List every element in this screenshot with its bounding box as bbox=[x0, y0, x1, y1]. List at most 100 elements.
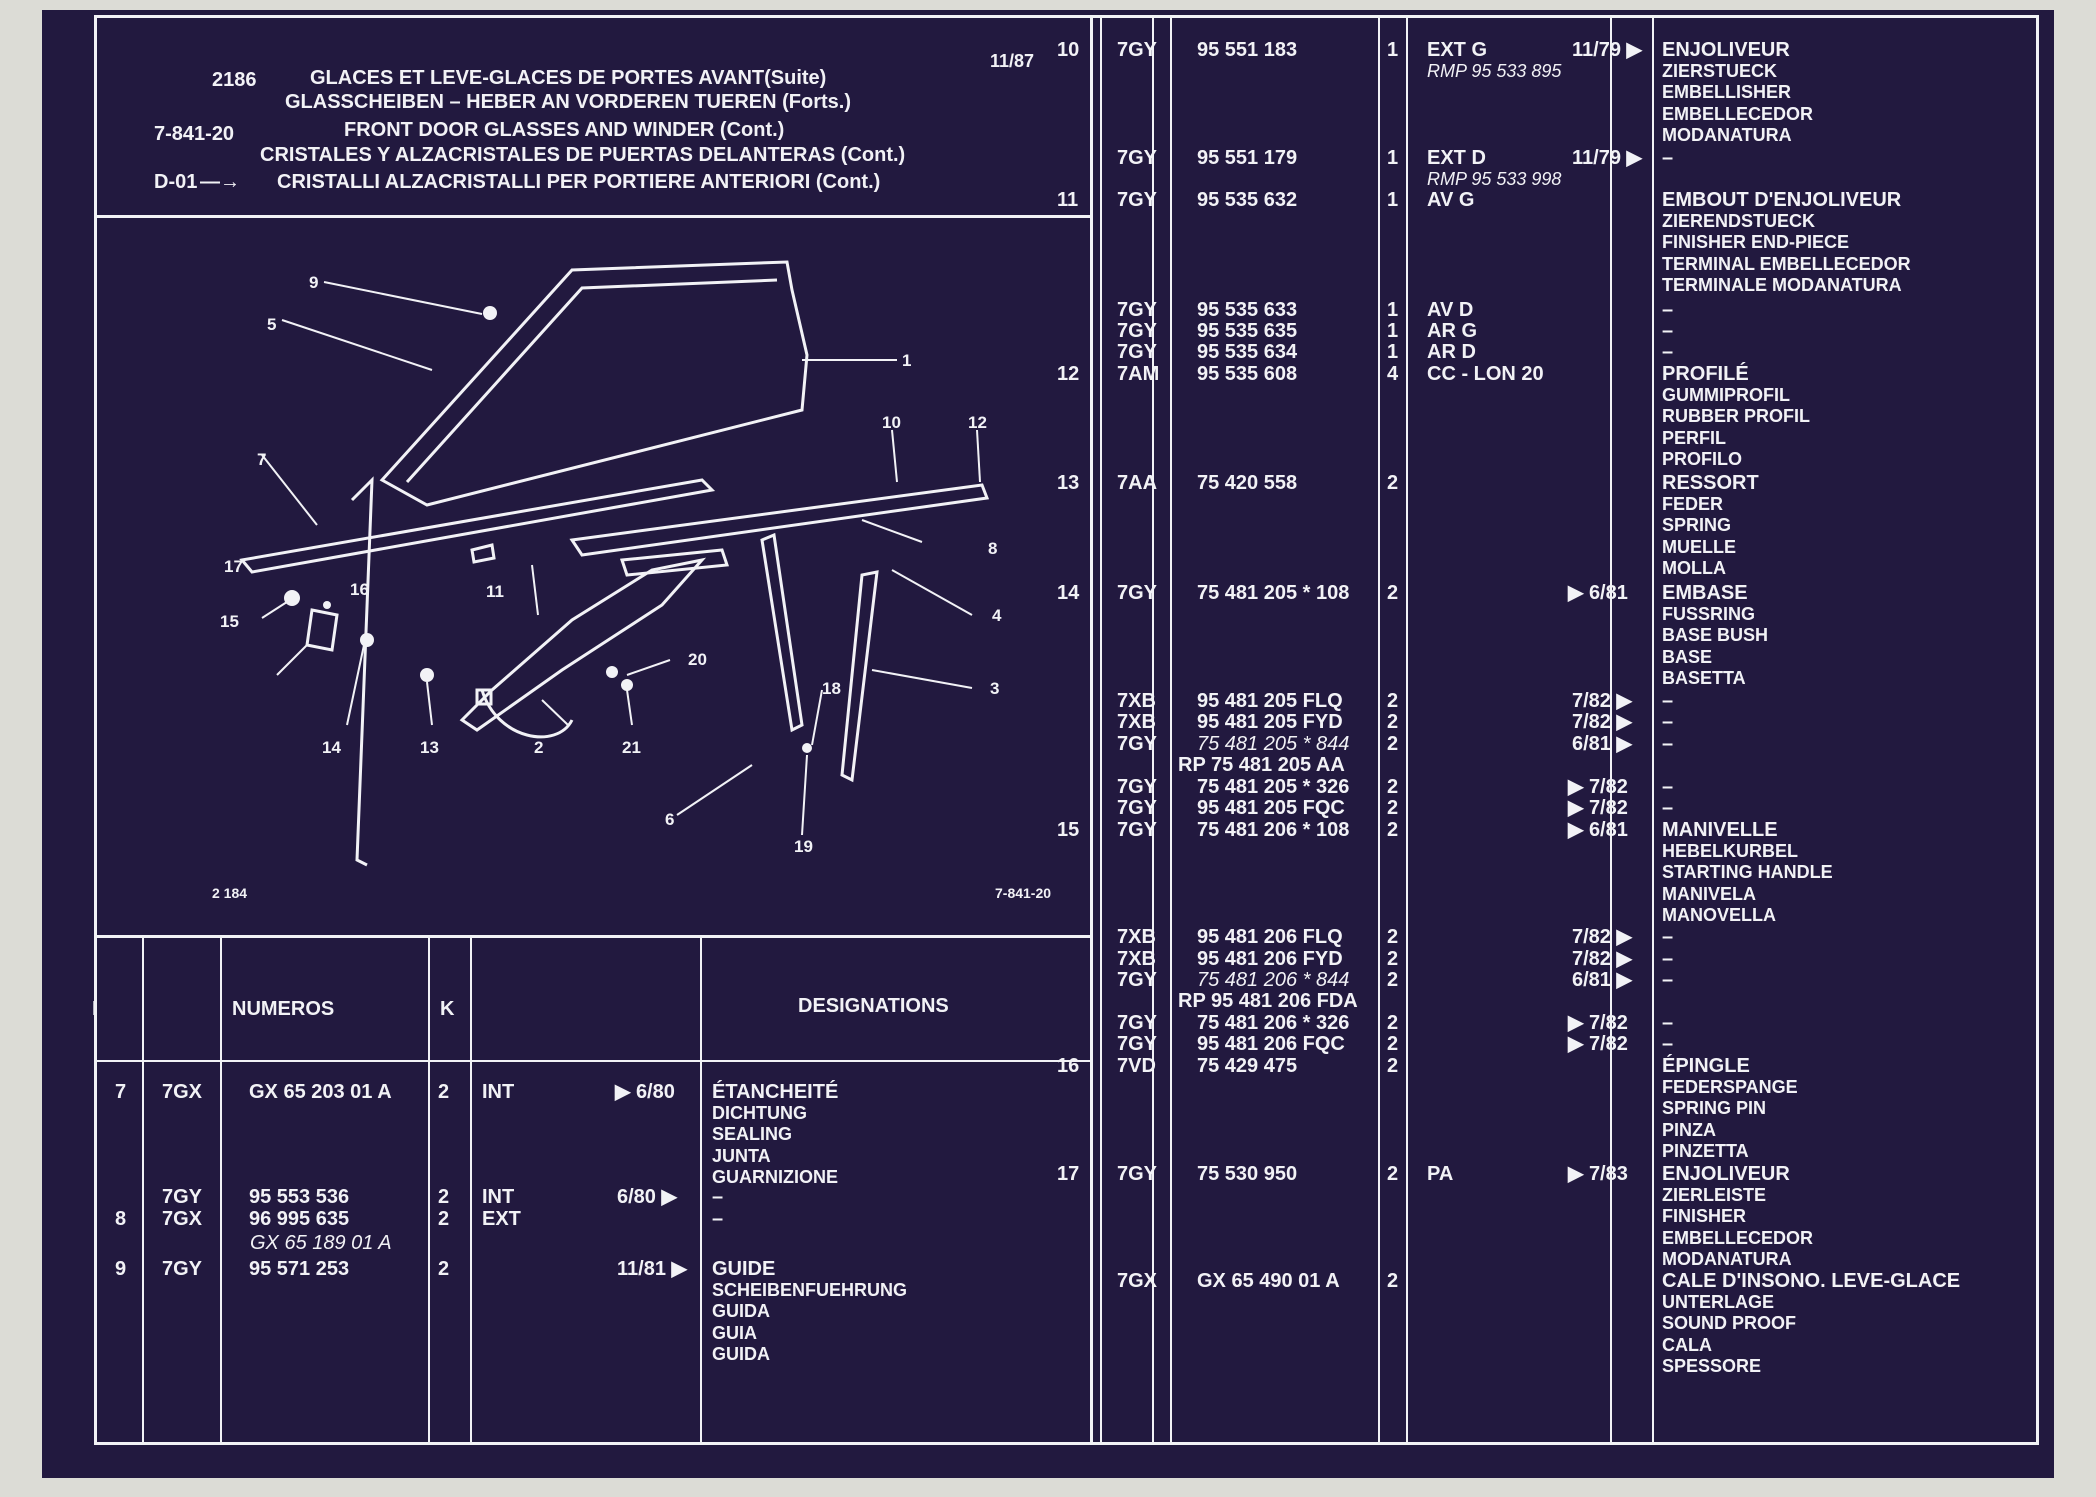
table-rule bbox=[470, 935, 472, 1445]
row-quantity: 2 bbox=[438, 1081, 450, 1103]
row-designation-line: TERMINAL EMBELLECEDOR bbox=[1662, 253, 1911, 274]
row-designation-line: GUMMIPROFIL bbox=[1662, 384, 1790, 405]
row-designation-line: PINZETTA bbox=[1662, 1141, 1749, 1161]
row-date: ▶ 6/80 bbox=[615, 1081, 675, 1103]
row-quantity: 2 bbox=[1387, 948, 1399, 970]
row-quantity: 2 bbox=[1387, 1163, 1399, 1185]
row-designation-line: SCHEIBENFUEHRUNG bbox=[712, 1279, 908, 1300]
row-model-code: 7AA bbox=[1117, 472, 1158, 494]
row-quantity: 2 bbox=[1387, 582, 1399, 604]
row-designation-line: BASETTA bbox=[1662, 668, 1746, 688]
row-quantity: 2 bbox=[1387, 690, 1399, 712]
row-quantity: 1 bbox=[1387, 39, 1399, 61]
row-part-number: 75 481 205 * 108 bbox=[1197, 582, 1350, 604]
callout: 13 bbox=[420, 738, 439, 757]
row-quantity: 1 bbox=[1387, 299, 1399, 321]
title-fr: GLACES ET LEVE-GLACES DE PORTES AVANT(Su… bbox=[310, 67, 827, 89]
table-rule bbox=[97, 1060, 1092, 1062]
table-rule bbox=[1170, 15, 1172, 1445]
row-designation-title: RESSORT bbox=[1662, 472, 1759, 494]
row-part-number: 95 535 635 bbox=[1197, 320, 1298, 342]
row-model-code: 7VD bbox=[1117, 1055, 1156, 1077]
row-quantity: 2 bbox=[1387, 819, 1399, 841]
row-quantity: 2 bbox=[1387, 797, 1399, 819]
table-rule bbox=[1152, 15, 1154, 1445]
row-model-code: 7XB bbox=[1117, 711, 1156, 733]
row-designation-line: MODANATURA bbox=[1662, 1249, 1792, 1269]
row-designation-title: – bbox=[1662, 926, 1674, 948]
row-model-code: 7GY bbox=[1117, 320, 1158, 342]
callout-numbers: 9 5 1 7 10 12 17 16 11 8 4 15 20 3 14 13… bbox=[212, 273, 1051, 901]
row-designation-title: – bbox=[1662, 147, 1674, 169]
row-quantity: 2 bbox=[1387, 1055, 1399, 1077]
row-designation-title: – bbox=[1662, 776, 1674, 798]
table-rule bbox=[1090, 15, 1093, 1445]
callout-leaders bbox=[261, 281, 981, 836]
row-index: 8 bbox=[115, 1208, 127, 1230]
row-model-code: 7GY bbox=[162, 1186, 203, 1208]
diagram-code-right: 7-841-20 bbox=[995, 885, 1051, 901]
row-remark: AR D bbox=[1427, 341, 1476, 363]
row-index: 17 bbox=[1057, 1163, 1080, 1185]
diagram-code-left: 2 184 bbox=[212, 885, 247, 901]
row-model-code: 7GY bbox=[1117, 1163, 1158, 1185]
row-remark: AR G bbox=[1427, 320, 1477, 342]
row-part-number: 75 429 475 bbox=[1197, 1055, 1298, 1077]
row-model-code: 7GY bbox=[1117, 1012, 1158, 1034]
callout: 19 bbox=[794, 837, 813, 856]
callout: 20 bbox=[688, 650, 707, 669]
row-designation-line: RUBBER PROFIL bbox=[1662, 406, 1810, 426]
row-date: 11/79 ▶ bbox=[1572, 147, 1642, 169]
title-es: CRISTALES Y ALZACRISTALES DE PUERTAS DEL… bbox=[260, 144, 906, 166]
row-part-number: 95 535 608 bbox=[1197, 363, 1298, 385]
row-model-code: 7GX bbox=[162, 1208, 203, 1230]
row-designation-line: BASE bbox=[1662, 646, 1713, 667]
row-designation-title: – bbox=[1662, 797, 1674, 819]
row-index: 11 bbox=[1057, 189, 1079, 211]
table-rule bbox=[2036, 15, 2039, 1445]
row-part-number: 95 481 206 FQC bbox=[1197, 1033, 1345, 1055]
table-rule bbox=[1610, 15, 1612, 1445]
catalog-date: 11/87 bbox=[990, 51, 1035, 71]
row-remark: INT bbox=[482, 1186, 515, 1208]
row-designation-title: CALE D'INSONO. LEVE-GLACE bbox=[1662, 1270, 1961, 1292]
ref-arrow: —→ bbox=[200, 171, 240, 193]
table-rule bbox=[142, 935, 144, 1445]
row-designation-line: FUSSRING bbox=[1662, 603, 1756, 624]
row-part-number: GX 65 189 01 A bbox=[250, 1232, 392, 1254]
row-designation-title: – bbox=[1662, 690, 1674, 712]
row-quantity: 2 bbox=[1387, 472, 1399, 494]
row-date: 11/81 ▶ bbox=[617, 1258, 687, 1280]
row-date: ▶ 7/82 bbox=[1568, 776, 1628, 798]
row-model-code: 7XB bbox=[1117, 926, 1156, 948]
row-index: 15 bbox=[1057, 819, 1080, 841]
row-part-number: 95 553 536 bbox=[249, 1186, 350, 1208]
table-rule bbox=[1652, 15, 1654, 1445]
part-base-21 bbox=[621, 679, 633, 691]
callout: 15 bbox=[220, 612, 239, 631]
row-designation-line: ZIERSTUECK bbox=[1662, 60, 1778, 81]
row-designation-title: EMBASE bbox=[1662, 582, 1748, 604]
exploded-diagram: 9 5 1 7 10 12 17 16 11 8 4 15 20 3 14 13… bbox=[212, 260, 1051, 901]
row-model-code: 7GY bbox=[1117, 341, 1158, 363]
table-rule bbox=[94, 15, 2039, 18]
door-glass-outline bbox=[239, 260, 990, 867]
row-remark: EXT D bbox=[1427, 147, 1486, 169]
row-part-number: RP 75 481 205 AA bbox=[1178, 754, 1345, 776]
row-remark: EXT G bbox=[1427, 39, 1488, 61]
row-model-code: 7GY bbox=[162, 1258, 203, 1280]
title-it: CRISTALLI ALZACRISTALLI PER PORTIERE ANT… bbox=[277, 171, 881, 193]
row-date: ▶ 6/81 bbox=[1568, 819, 1628, 841]
row-designation-line: PROFILO bbox=[1662, 449, 1742, 469]
row-quantity: 2 bbox=[1387, 1270, 1399, 1292]
row-index: 16 bbox=[1057, 1055, 1080, 1077]
row-quantity: 2 bbox=[1387, 776, 1399, 798]
row-date: 7/82 ▶ bbox=[1572, 690, 1632, 712]
row-designation-title: ENJOLIVEUR bbox=[1662, 39, 1790, 61]
callout: 12 bbox=[968, 413, 987, 432]
col-header-designations: DESIGNATIONS bbox=[798, 995, 949, 1017]
callout: 5 bbox=[267, 315, 276, 334]
row-index: 12 bbox=[1057, 363, 1080, 385]
row-part-number: 75 481 206 * 108 bbox=[1197, 819, 1350, 841]
row-model-code: 7AM bbox=[1117, 363, 1160, 385]
